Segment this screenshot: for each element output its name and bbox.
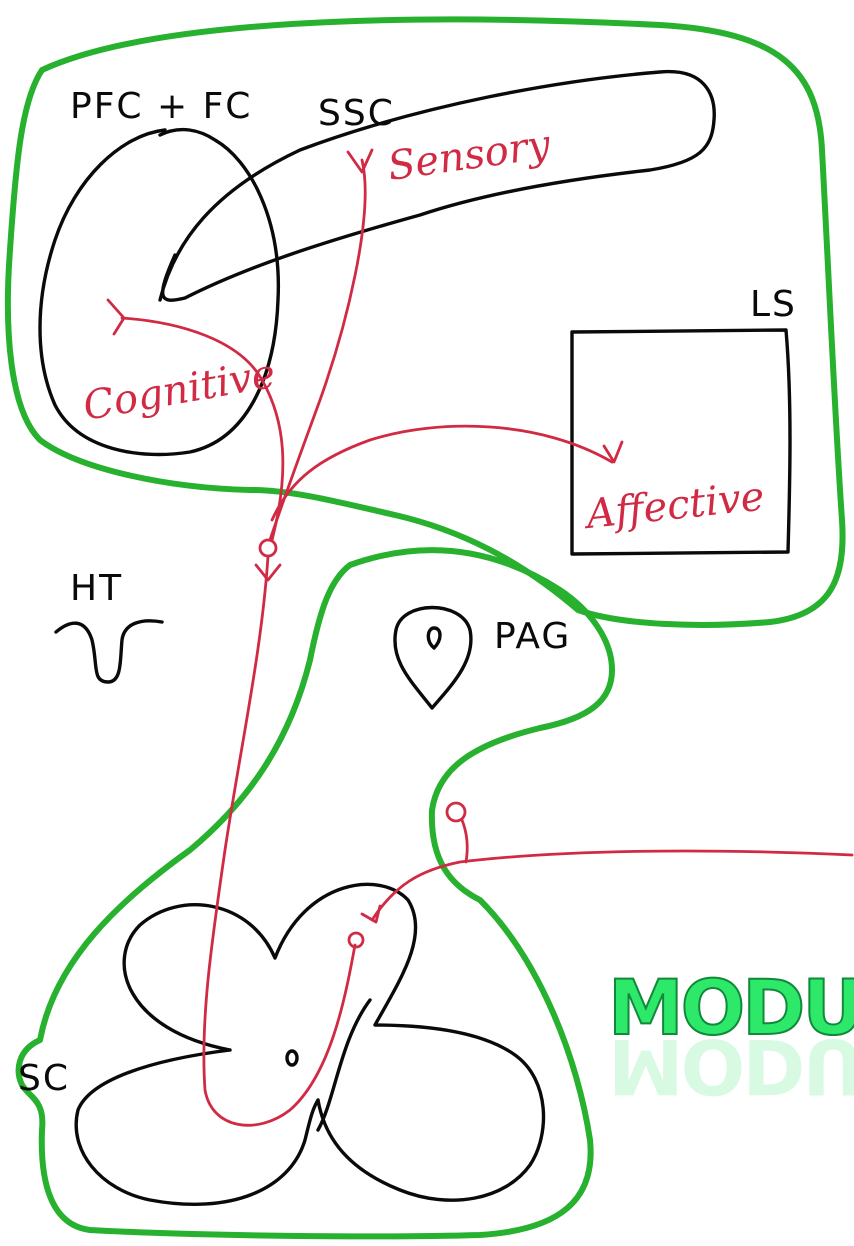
synapse-pag xyxy=(445,801,467,823)
label-pag: PAG xyxy=(494,616,571,657)
ht-symbol xyxy=(54,619,164,684)
label-affective: Affective xyxy=(580,474,766,539)
sensory-branch xyxy=(346,148,374,174)
affective-branch xyxy=(602,440,624,464)
banner-reflection: MODULAT xyxy=(608,1022,854,1111)
affective-pathway xyxy=(270,424,614,522)
ls-region xyxy=(570,328,792,556)
sensory-pathway xyxy=(268,158,367,542)
pfc-fc-region xyxy=(38,127,281,457)
pag-dot xyxy=(426,626,442,650)
pag-symbol xyxy=(393,605,473,710)
label-ssc: SSC xyxy=(318,93,395,134)
cognitive-pathway xyxy=(120,316,285,542)
spinal-outline xyxy=(15,547,615,1240)
descending-pathway xyxy=(202,554,357,1127)
ssc-region xyxy=(158,69,716,302)
pag-connection xyxy=(460,818,469,864)
label-sc: SC xyxy=(18,1058,70,1099)
afferent-pathway xyxy=(370,849,854,922)
label-pfc-fc: PFC + FC xyxy=(70,86,252,127)
banner-text: MODULAT xyxy=(608,963,854,1052)
label-cognitive: Cognitive xyxy=(80,351,279,430)
spinal-cord-grey-matter xyxy=(74,882,546,1207)
descending-arrow xyxy=(254,563,282,582)
label-sensory: Sensory xyxy=(385,121,554,189)
cognitive-branch xyxy=(106,298,126,336)
synapse-upper xyxy=(258,538,278,558)
brain-outline xyxy=(4,16,846,628)
afferent-arrow xyxy=(360,904,382,924)
label-ls: LS xyxy=(750,284,797,325)
central-canal xyxy=(285,1049,299,1067)
synapse-lower xyxy=(347,931,365,949)
label-ht: HT xyxy=(70,568,123,609)
